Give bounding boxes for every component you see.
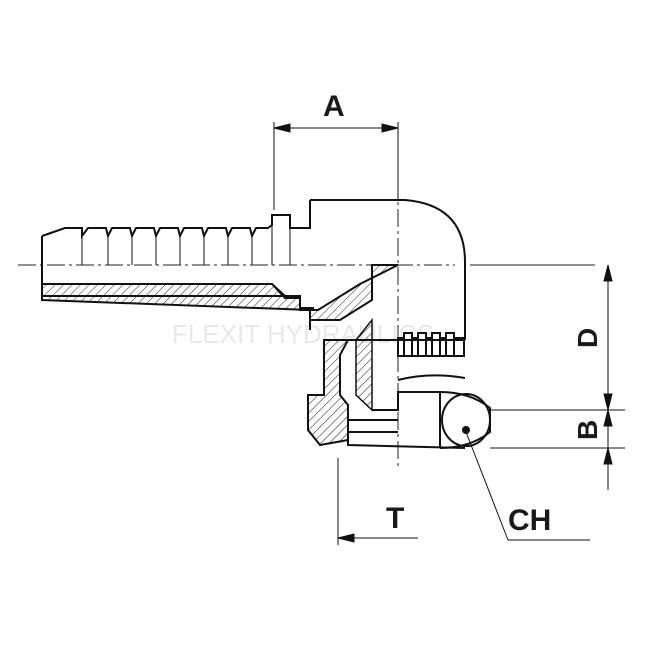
dimension-label-d: D xyxy=(572,328,603,348)
dimension-label-ch: CH xyxy=(508,504,551,537)
dimension-a xyxy=(273,122,399,210)
dimension-label-t: T xyxy=(386,502,404,535)
dimension-b xyxy=(490,409,625,490)
nut-section-hatch xyxy=(307,339,350,447)
hose-tail xyxy=(41,200,311,297)
dimension-d xyxy=(603,264,613,411)
dimension-label-b: B xyxy=(572,420,603,440)
collar-teeth xyxy=(397,332,465,357)
watermark-text: FLEXIT HYDRAULICS xyxy=(172,319,434,349)
section-hatch-tail xyxy=(41,264,399,321)
nut-hex-flat xyxy=(441,393,491,447)
tail-lower-edge xyxy=(42,283,314,309)
hex-center-dot xyxy=(462,426,470,434)
dimension-label-a: A xyxy=(323,90,345,123)
dimension-t xyxy=(337,458,418,545)
leader-ch xyxy=(465,431,590,541)
elbow-body xyxy=(309,199,466,340)
